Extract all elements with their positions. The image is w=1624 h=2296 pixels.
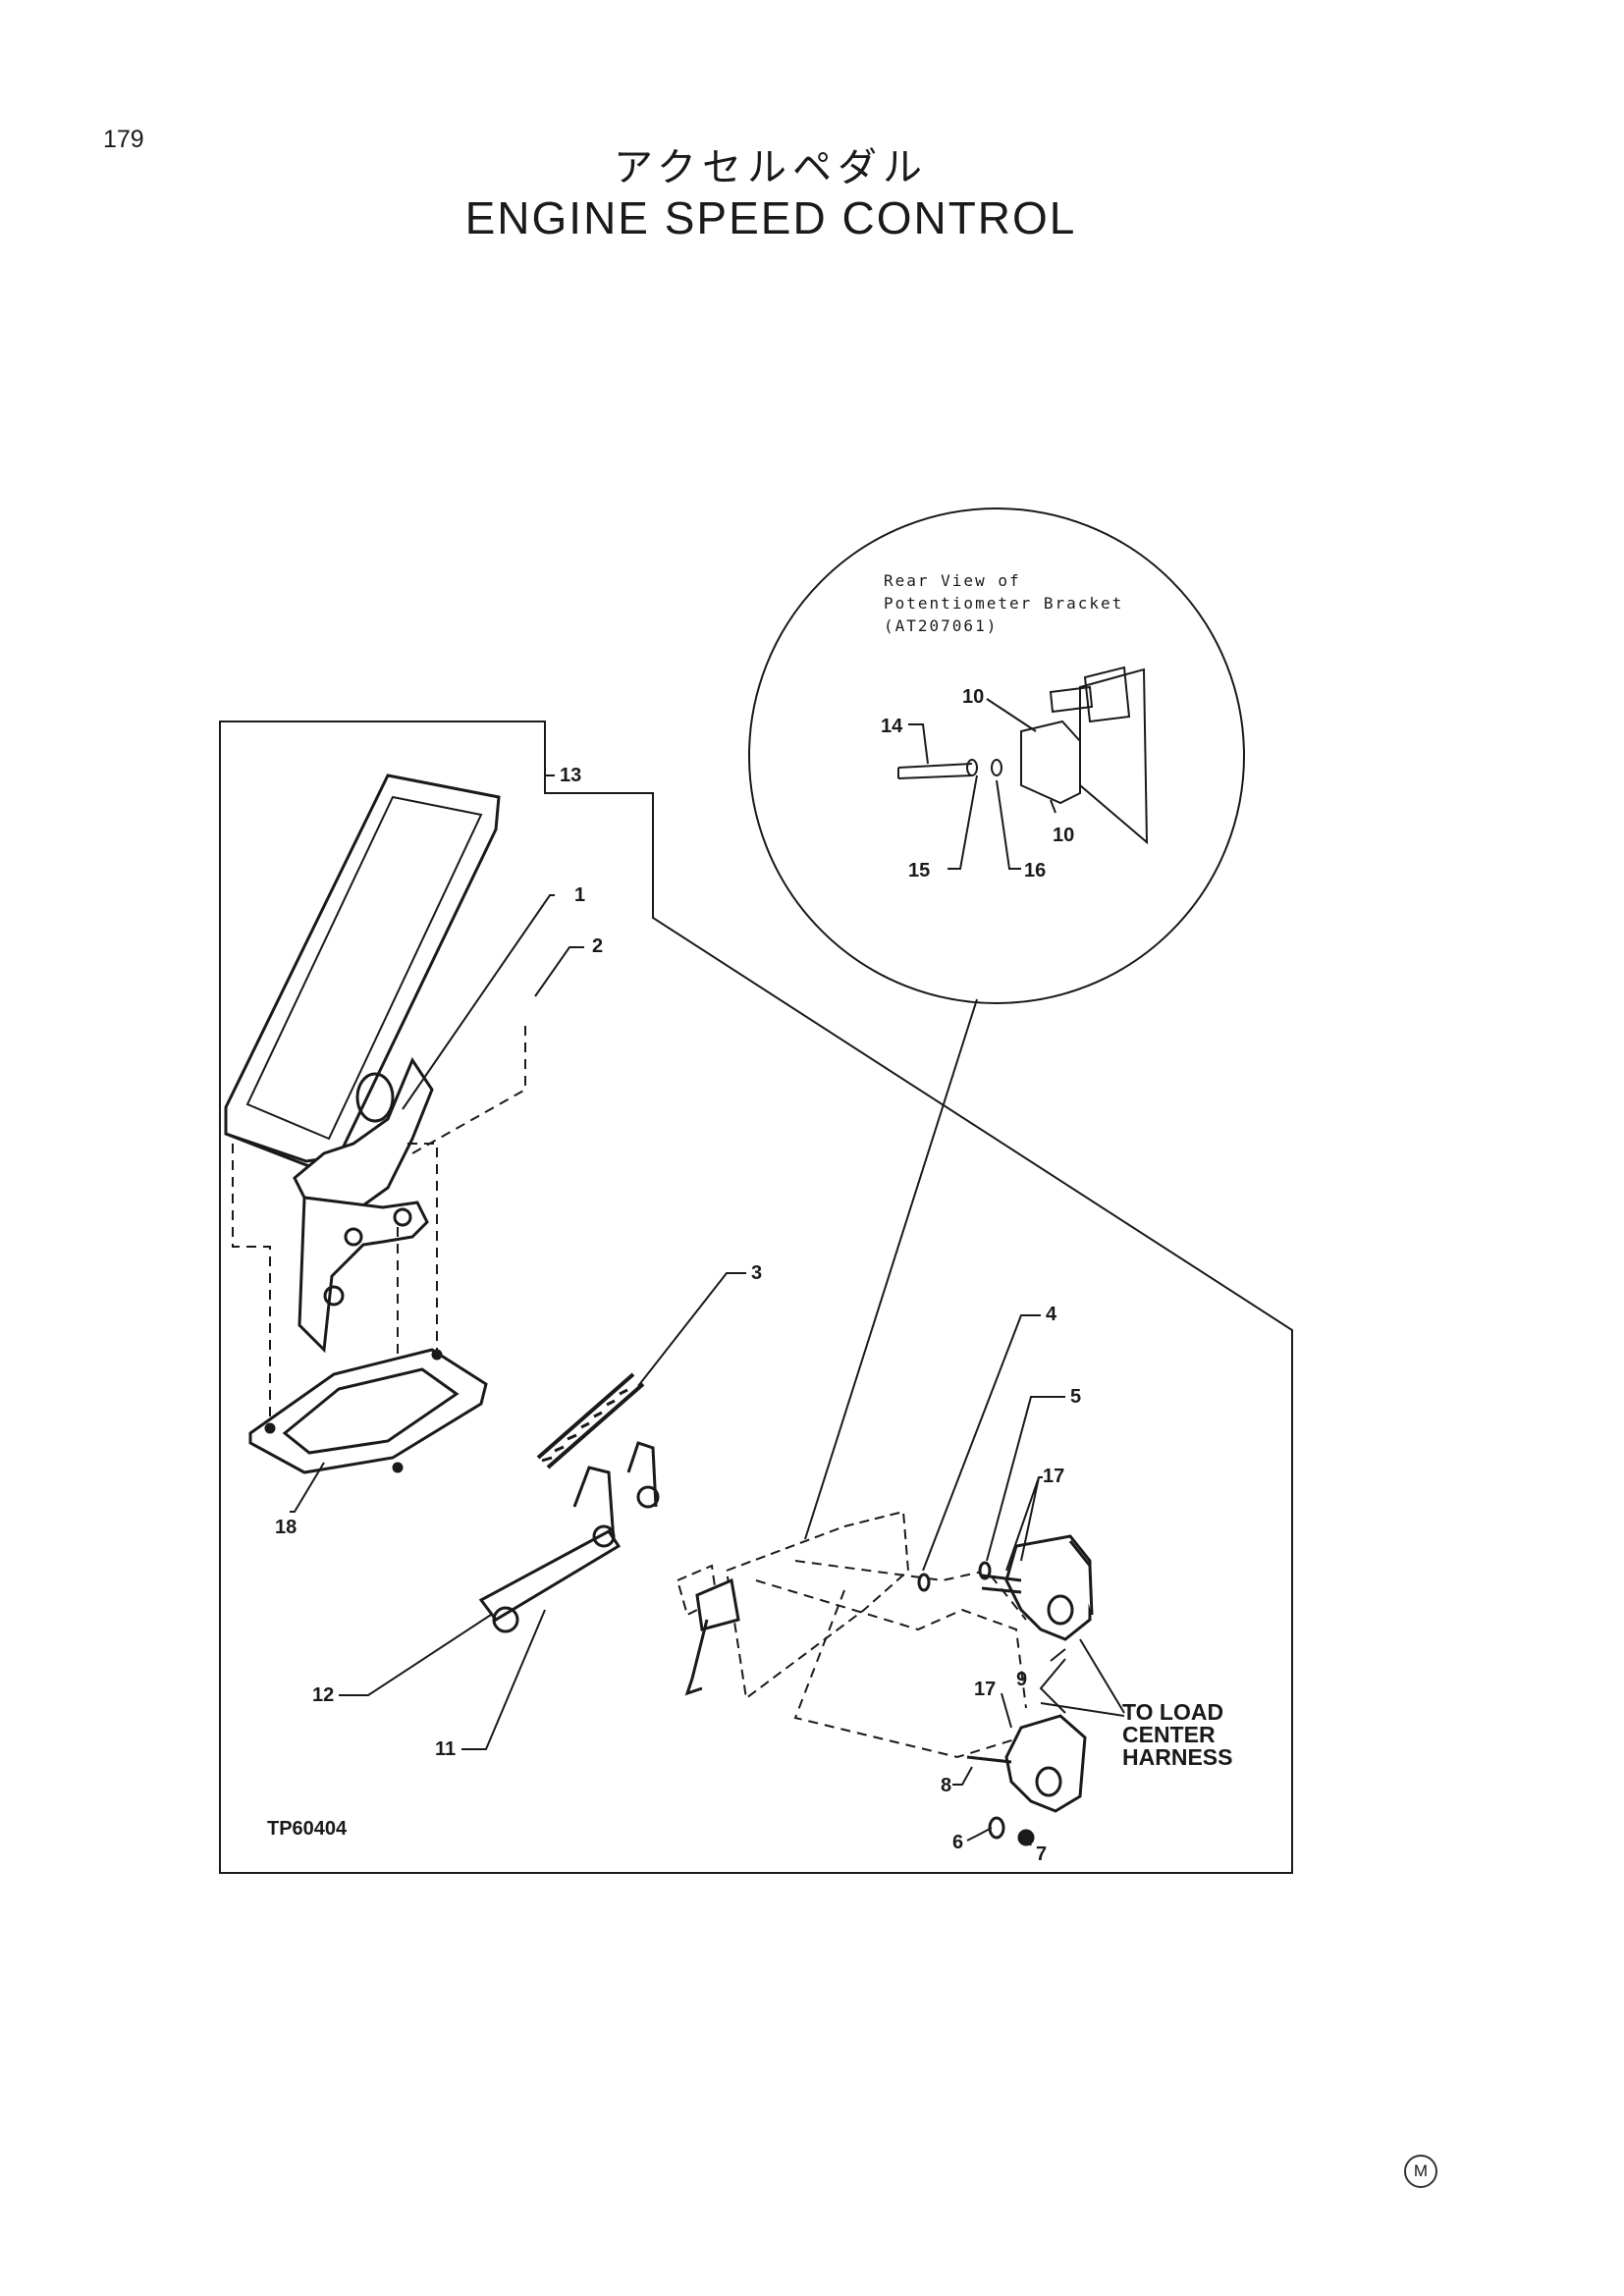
callout-3: 3 xyxy=(751,1262,762,1284)
linkage-rod xyxy=(478,1441,660,1633)
washers xyxy=(917,1561,992,1592)
leader-4 xyxy=(922,1314,1041,1572)
inset-detail xyxy=(897,666,1149,845)
callout-4: 4 xyxy=(1046,1304,1057,1325)
callout-2: 2 xyxy=(592,935,603,957)
inset-leader xyxy=(804,998,978,1540)
callout-18: 18 xyxy=(275,1517,297,1538)
leader-15 xyxy=(947,774,978,870)
inset-caption-line-2: Potentiometer Bracket xyxy=(884,594,1123,613)
leader-7 xyxy=(1025,1837,1032,1846)
callout-6: 6 xyxy=(952,1832,963,1853)
harness-label-line-1: TO LOAD xyxy=(1122,1699,1223,1725)
callout-11: 11 xyxy=(435,1738,456,1760)
callout-17-bottom: 17 xyxy=(974,1679,996,1700)
leader-14 xyxy=(908,723,929,765)
callout-16: 16 xyxy=(1024,860,1046,881)
callout-12: 12 xyxy=(312,1684,334,1706)
callout-10-top: 10 xyxy=(962,686,984,708)
diagram-frame xyxy=(219,721,1293,1874)
leader-3 xyxy=(637,1272,746,1387)
callout-1: 1 xyxy=(574,884,585,906)
leader-17b xyxy=(1001,1692,1012,1729)
leader-10a xyxy=(986,698,1037,732)
leader-9 xyxy=(1050,1648,1066,1662)
callout-15: 15 xyxy=(908,860,930,881)
potentiometer-upper xyxy=(981,1534,1094,1641)
potentiometer-lower xyxy=(966,1714,1087,1813)
title-japanese: アクセルペダル xyxy=(614,145,928,190)
m-mark: M xyxy=(1404,2155,1437,2188)
leader-18 xyxy=(290,1462,325,1513)
callout-17-top: 17 xyxy=(1043,1466,1064,1487)
leader-6 xyxy=(966,1827,993,1842)
leader-2 xyxy=(534,946,584,997)
harness-label-line-3: HARNESS xyxy=(1122,1744,1232,1770)
callout-14: 14 xyxy=(881,716,903,737)
callout-13: 13 xyxy=(560,765,581,786)
leader-17a xyxy=(1005,1476,1043,1572)
page-number: 179 xyxy=(103,126,144,153)
leader-16 xyxy=(996,779,1021,870)
title-english: ENGINE SPEED CONTROL xyxy=(464,192,1077,243)
gasket xyxy=(248,1348,488,1474)
harness-label-line-2: CENTER xyxy=(1122,1722,1216,1747)
callout-8: 8 xyxy=(941,1775,951,1796)
pedal-assembly xyxy=(224,774,501,1354)
callout-9: 9 xyxy=(1016,1669,1027,1690)
callout-5: 5 xyxy=(1070,1386,1081,1408)
inset-caption-line-1: Rear View of xyxy=(884,571,1021,590)
leader-5 xyxy=(986,1396,1065,1562)
washer-6 xyxy=(988,1816,1005,1840)
leader-10b xyxy=(1050,799,1056,814)
inset-circle xyxy=(748,507,1245,1004)
leader-8 xyxy=(952,1766,973,1786)
leader-1 xyxy=(402,894,555,1110)
spring xyxy=(536,1372,645,1469)
callout-7: 7 xyxy=(1036,1843,1047,1865)
inset-caption-line-3: (AT207061) xyxy=(884,616,998,635)
leader-12 xyxy=(339,1614,492,1696)
figure-id: TP60404 xyxy=(267,1818,348,1840)
callout-10-bottom: 10 xyxy=(1053,825,1074,846)
leader-11 xyxy=(461,1609,546,1750)
